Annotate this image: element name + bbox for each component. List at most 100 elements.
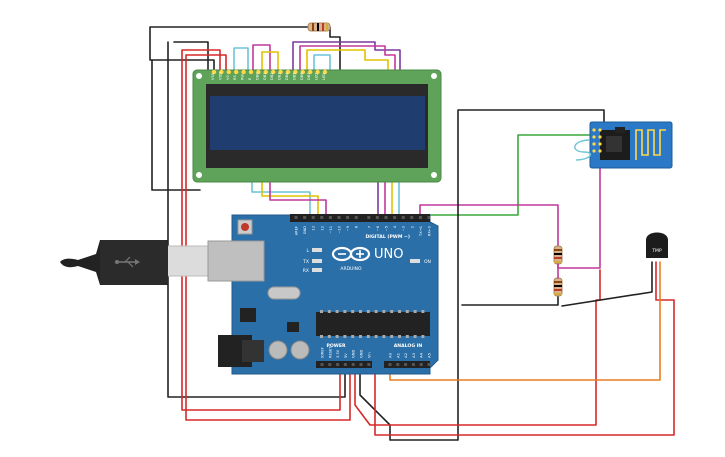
wire-red-tmp-vcc[interactable]: [374, 261, 675, 436]
lcd-pin[interactable]: [241, 69, 246, 75]
lcd-pin[interactable]: [234, 69, 239, 75]
analog-pin-label: A5: [427, 352, 432, 358]
digital-pin[interactable]: [303, 216, 307, 219]
power-pin[interactable]: [351, 363, 355, 366]
board-brand: ARDUINO: [340, 266, 362, 272]
chip-pin: [390, 310, 394, 313]
lcd-pin-label: DB6: [300, 72, 304, 80]
chip-pin: [359, 310, 362, 313]
lcd-pin[interactable]: [256, 69, 261, 75]
digital-pin[interactable]: [294, 216, 298, 219]
lcd-pin[interactable]: [315, 69, 320, 75]
lcd-pin-label: DB3: [278, 72, 282, 80]
digital-pin[interactable]: [311, 216, 315, 219]
lcd-pin[interactable]: [219, 69, 224, 75]
lcd-pin[interactable]: [248, 69, 254, 75]
power-pin[interactable]: [336, 363, 340, 366]
esp8266-module[interactable]: [574, 121, 673, 169]
chip-pin: [398, 335, 401, 338]
usb-cable: [60, 240, 213, 285]
analog-pin[interactable]: [427, 363, 431, 366]
resistor-top[interactable]: [307, 22, 331, 32]
chip-pin: [405, 335, 409, 338]
wire-magenta-d10[interactable]: [269, 179, 327, 219]
analog-pin[interactable]: [388, 363, 392, 366]
wire-yellow-lcd-db6[interactable]: [306, 49, 389, 78]
lcd-pin[interactable]: [300, 69, 305, 75]
chip-pin: [366, 335, 370, 338]
analog-header-label: ANALOG IN: [394, 343, 423, 349]
chip-pin: [382, 310, 386, 313]
digital-pin[interactable]: [393, 216, 397, 219]
led-on-label: ON: [424, 259, 431, 265]
analog-pin[interactable]: [411, 363, 415, 366]
resistor-divider-bottom[interactable]: [553, 277, 563, 297]
lcd-pin[interactable]: [285, 69, 291, 75]
lcd-pin-label: DB0: [255, 72, 259, 80]
wire-cyan-lcd-v0[interactable]: [233, 47, 249, 78]
wire-black-resistor-lcd[interactable]: [329, 26, 341, 81]
lcd-pin-label: VDD: [218, 72, 222, 80]
wire-yellow-lcd-e[interactable]: [261, 51, 279, 78]
wire-black-tmp-gnd[interactable]: [561, 261, 653, 307]
digital-pin[interactable]: [384, 216, 388, 219]
lcd-pin-label: DB7: [307, 72, 311, 80]
power-pin[interactable]: [367, 363, 371, 366]
lcd-pin[interactable]: [293, 69, 298, 75]
digital-pin-label: ~10: [338, 225, 342, 233]
resistor-divider-top[interactable]: [553, 245, 563, 265]
digital-pin[interactable]: [337, 216, 341, 219]
digital-pin[interactable]: [418, 216, 422, 219]
power-pin[interactable]: [320, 363, 324, 366]
lcd-pin[interactable]: [322, 69, 328, 75]
digital-pin-label: ~9: [346, 225, 350, 231]
reset-button[interactable]: [241, 223, 249, 231]
wire-magenta-divider-esp[interactable]: [557, 159, 601, 269]
power-pin[interactable]: [359, 363, 363, 366]
power-pin[interactable]: [343, 363, 347, 366]
wire-cyan-d12[interactable]: [251, 179, 311, 219]
digital-pin-label: 12: [320, 226, 324, 231]
wire-black-lcd-rw[interactable]: [173, 41, 209, 78]
chip-pin: [327, 335, 331, 338]
digital-pin[interactable]: [401, 216, 405, 219]
wire-black-divider-gnd[interactable]: [461, 294, 559, 306]
digital-pin[interactable]: [367, 216, 371, 219]
lcd-pin[interactable]: [271, 69, 276, 75]
lcd-pin[interactable]: [308, 69, 313, 75]
digital-pin[interactable]: [427, 216, 431, 219]
usb-jack: [207, 240, 265, 282]
digital-pin[interactable]: [410, 216, 414, 219]
analog-pin[interactable]: [396, 363, 400, 366]
lcd-pin[interactable]: [278, 69, 283, 75]
usb-icon: [115, 256, 140, 268]
wire-magenta-esp-rx-divider[interactable]: [419, 204, 559, 249]
lcd-pin[interactable]: [226, 69, 231, 75]
wire-black-lcd-top[interactable]: [149, 26, 309, 78]
digital-pin-label: ~5: [385, 226, 389, 231]
wire-black-left[interactable]: [151, 59, 201, 191]
lcd-pin[interactable]: [211, 69, 217, 75]
power-pin[interactable]: [328, 363, 332, 366]
wire-black-gnd-loop[interactable]: [167, 41, 346, 398]
wire-magenta-lcd-rs[interactable]: [252, 44, 271, 78]
analog-pin[interactable]: [404, 363, 408, 366]
tmp-sensor[interactable]: TMP: [646, 232, 668, 259]
wire-magenta-lcd-db5[interactable]: [299, 45, 396, 78]
digital-pin[interactable]: [320, 216, 324, 219]
digital-pin[interactable]: [354, 216, 358, 219]
power-pin-label: GND: [352, 350, 356, 358]
digital-pin-label: ~11: [329, 226, 333, 234]
wire-cyan-lcd-db7[interactable]: [313, 54, 331, 78]
digital-pin[interactable]: [346, 216, 350, 219]
digital-pin[interactable]: [375, 216, 379, 219]
wire-yellow-d11[interactable]: [261, 179, 319, 219]
wire-red-lcd-led[interactable]: [185, 54, 351, 421]
wire-green-esp-tx[interactable]: [424, 134, 598, 216]
digital-pin[interactable]: [328, 216, 332, 219]
digital-pin-label: GND: [303, 226, 307, 234]
lcd-pin[interactable]: [263, 69, 268, 75]
analog-pin[interactable]: [419, 363, 423, 366]
